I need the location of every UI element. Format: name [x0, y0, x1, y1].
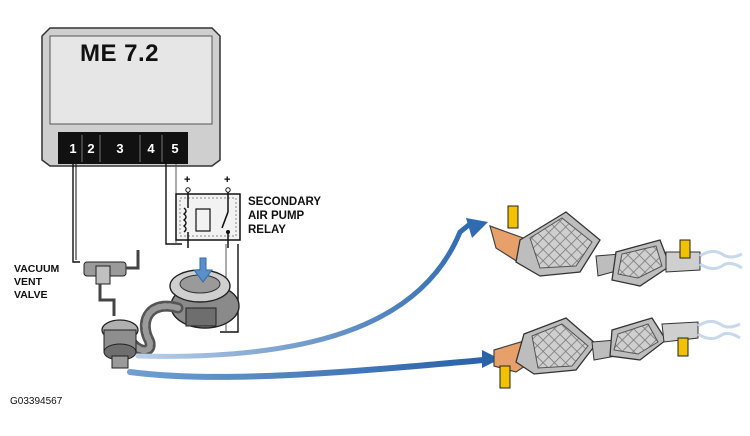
oxygen-sensor-downstream-lower: [677, 337, 689, 357]
air-flow-upper: [135, 221, 473, 359]
relay-label: SECONDARY AIR PUMP RELAY: [248, 195, 338, 237]
relay-plus-right: +: [224, 174, 231, 186]
oxygen-sensor-upstream-lower: [499, 365, 511, 389]
combination-valve: [101, 319, 139, 369]
exhaust-plume-lower: [697, 319, 741, 329]
ecu-pin-2: 2: [87, 141, 95, 156]
vvv-label-line-3: VALVE: [14, 289, 48, 301]
air-flow-lower: [127, 357, 487, 380]
secondary-air-pump: [169, 257, 240, 329]
ecu-pin-4: 4: [147, 141, 155, 156]
relay-plus-left: +: [184, 174, 191, 186]
ecu-title: ME 7.2: [80, 40, 160, 67]
ecu-pin-3: 3: [116, 141, 124, 156]
ecu-module: [41, 27, 221, 167]
ecu-pin-1: 1: [69, 141, 77, 156]
figure-code: G03394567: [10, 396, 63, 407]
vvv-label-line-1: VACUUM: [14, 263, 60, 275]
secondary-air-pump-relay: [175, 187, 241, 248]
relay-label-line-2: AIR PUMP: [248, 210, 305, 222]
vacuum-vent-valve: [83, 250, 140, 316]
exhaust-plume-upper: [699, 249, 743, 259]
exhaust-lower: [493, 317, 741, 389]
vvv-label-line-2: VENT: [14, 276, 43, 288]
relay-switch: [221, 211, 229, 229]
relay-label-line-3: RELAY: [248, 224, 286, 236]
relay-coil: [182, 207, 187, 233]
oxygen-sensor-upstream-upper: [507, 205, 519, 229]
ecu-connector: [58, 132, 188, 164]
intake-arrow: [193, 257, 213, 283]
ecu-pin-5: 5: [171, 141, 179, 156]
air-flow-arrows: [127, 218, 500, 380]
oxygen-sensor-downstream-upper: [679, 239, 691, 259]
exhaust-upper: [489, 205, 743, 287]
relay-label-line-1: SECONDARY: [248, 196, 322, 208]
vacuum-vent-valve-label: VACUUM VENT VALVE: [14, 263, 74, 302]
